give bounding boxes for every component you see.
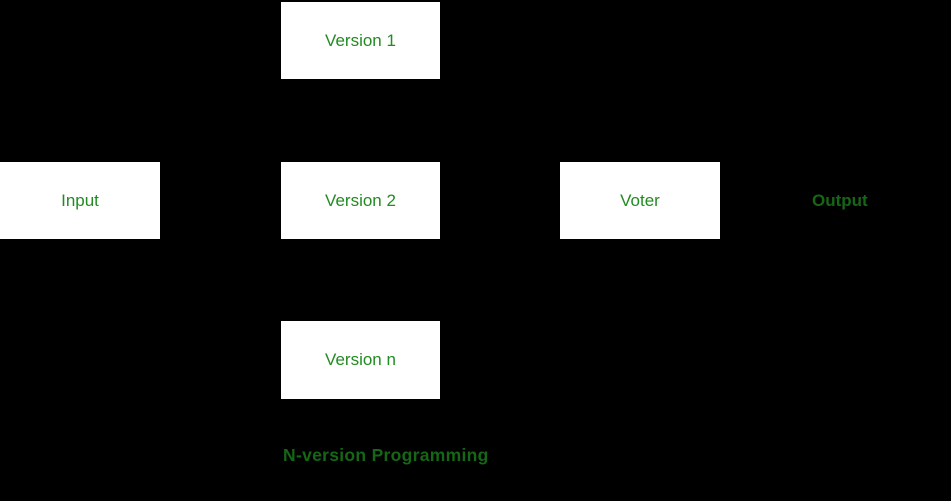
node-version-1-label: Version 1 xyxy=(325,30,396,50)
diagram-caption: N-version Programming xyxy=(283,445,489,465)
node-input-label: Input xyxy=(61,190,99,210)
node-voter: Voter xyxy=(560,162,720,239)
node-version-n: Version n xyxy=(281,321,440,399)
node-version-2: Version 2 xyxy=(281,162,440,239)
node-version-2-label: Version 2 xyxy=(325,190,396,210)
node-voter-label: Voter xyxy=(620,190,660,210)
node-input: Input xyxy=(0,162,160,239)
output-label: Output xyxy=(812,191,868,210)
node-version-1: Version 1 xyxy=(281,2,440,79)
node-version-n-label: Version n xyxy=(325,350,396,369)
